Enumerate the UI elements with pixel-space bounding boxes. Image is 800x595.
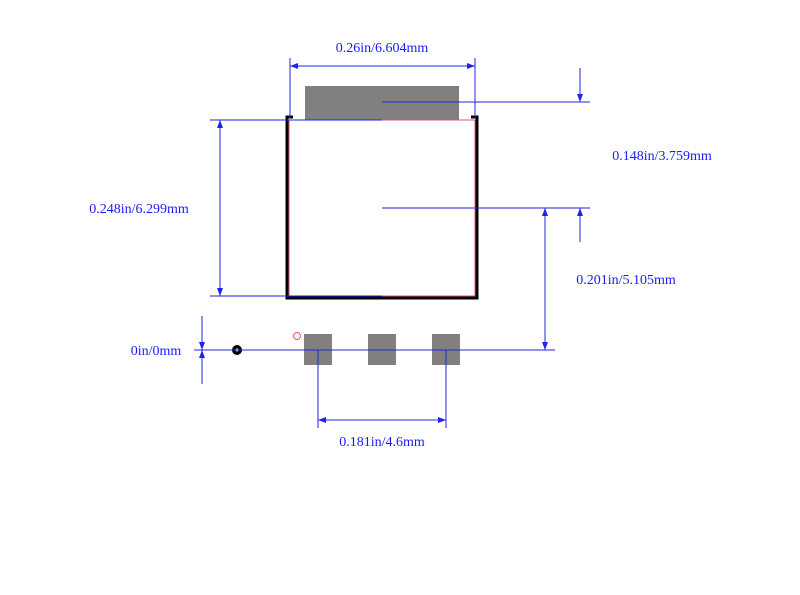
- dim-origin: 0in/0mm: [131, 316, 237, 384]
- silkscreen-outline: [285, 115, 479, 300]
- pin1-marker: [293, 332, 301, 340]
- dim-tab-to-pins-label: 0.201in/5.105mm: [576, 273, 676, 288]
- dim-tab-to-pins: 0.201in/5.105mm: [237, 208, 676, 351]
- dim-tab-offset: 0.148in/3.759mm: [382, 68, 712, 242]
- dim-body-width: 0.26in/6.604mm: [289, 41, 476, 118]
- dim-pin-pitch: 0.181in/4.6mm: [317, 350, 447, 450]
- dim-body-width-label: 0.26in/6.604mm: [336, 41, 429, 56]
- dim-body-height: 0.248in/6.299mm: [89, 119, 382, 297]
- dim-origin-label: 0in/0mm: [131, 344, 182, 359]
- dim-body-height-label: 0.248in/6.299mm: [89, 202, 189, 217]
- tab-pad: [305, 86, 459, 120]
- dim-tab-offset-label: 0.148in/3.759mm: [612, 149, 712, 164]
- dim-pin-pitch-label: 0.181in/4.6mm: [339, 435, 425, 450]
